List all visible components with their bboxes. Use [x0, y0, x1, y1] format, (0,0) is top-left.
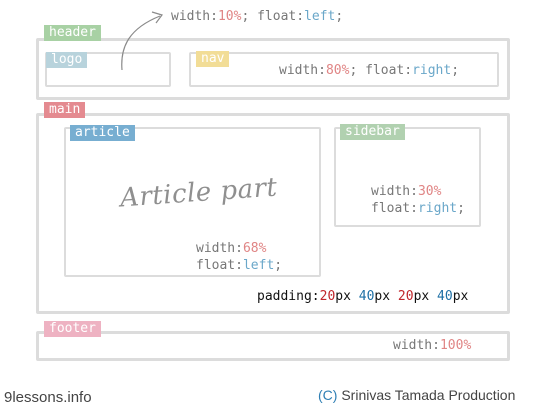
- header-box: [36, 38, 510, 100]
- logo-box: [45, 52, 171, 87]
- site-credit: 9lessons.info: [4, 389, 92, 406]
- article-label: article: [70, 125, 135, 141]
- nav-label: nav: [196, 51, 230, 67]
- arrow-icon: [121, 11, 163, 71]
- author-credit: (C) Srinivas Tamada Production: [318, 387, 515, 403]
- copyright-mark: (C): [318, 387, 338, 403]
- article-box: [64, 127, 321, 277]
- logo-css-rule: width:10%; float:left;: [171, 9, 344, 24]
- sidebar-css-rule: width:30% float:right;: [371, 184, 465, 216]
- nav-css-rule: width:80%; float:right;: [279, 63, 460, 78]
- author-name: Srinivas Tamada Production: [337, 387, 516, 403]
- main-box: [36, 113, 510, 314]
- sidebar-label: sidebar: [340, 124, 405, 140]
- logo-label: logo: [46, 52, 88, 68]
- nav-box: [189, 52, 499, 87]
- main-label: main: [44, 102, 86, 118]
- footer-label: footer: [44, 321, 101, 337]
- article-css-rule: width:68% float:left;: [196, 241, 283, 273]
- sidebar-box: [334, 127, 481, 227]
- padding-css-rule: padding:20px 40px 20px 40px: [257, 289, 469, 304]
- footer-box: [36, 331, 510, 361]
- header-label: header: [44, 25, 101, 41]
- footer-css-rule: width:100%: [393, 338, 472, 353]
